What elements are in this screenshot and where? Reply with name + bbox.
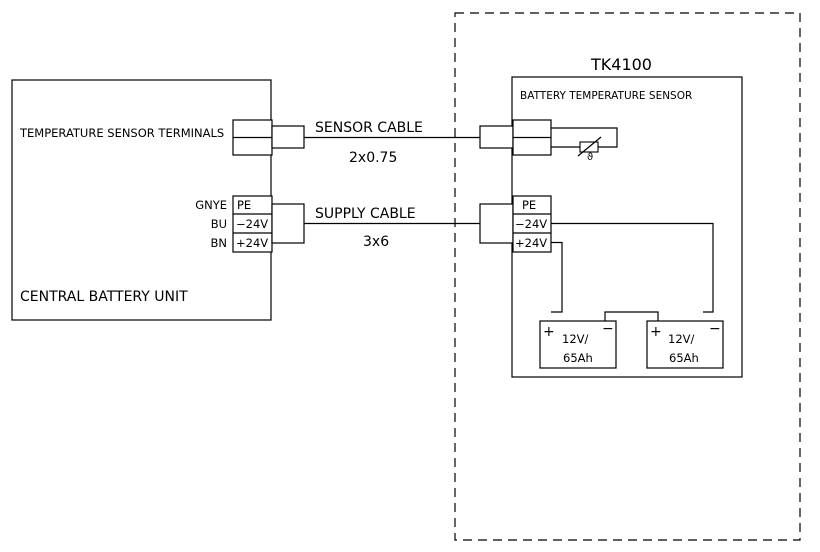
tk-terminal-pe: PE [522,198,536,212]
battery-2-capacity: 65Ah [669,351,699,365]
central-terminal-pe: PE [237,198,251,212]
battery-1-minus: − [602,321,614,337]
plus24v-wire [551,241,563,313]
battery-1-plus: + [543,324,555,340]
temperature-sensor-terminals-label: TEMPERATURE SENSOR TERMINALS [19,126,224,140]
battery-2-minus: − [709,321,721,337]
tk-terminal-plus24v: +24V [515,236,547,250]
tk-supply-terminal-block [479,195,552,253]
wire-color-gnye: GNYE [195,198,227,212]
tk4100-enclosure [454,12,801,541]
central-supply-terminal-block [232,195,305,253]
supply-cable-spec: 3x6 [363,234,389,250]
battery-2 [646,320,724,369]
thermistor-symbol: ϑ [587,152,593,163]
sensor-cable-spec: 2x0.75 [349,150,397,166]
central-terminal-plus24v: +24V [236,236,268,250]
central-supply-plug [271,203,305,244]
battery-1 [539,320,617,369]
tk4100-title: TK4100 [590,55,652,74]
tk-supply-plug [479,203,514,244]
tk-sensor-plug [479,125,514,149]
supply-cable-label: SUPPLY CABLE [315,206,416,222]
minus24v-wire [551,222,714,313]
wire-color-bu: BU [211,217,227,231]
battery-2-voltage: 12V/ [668,332,695,346]
central-battery-unit-label: CENTRAL BATTERY UNIT [20,289,188,305]
sensor-cable-label: SENSOR CABLE [315,120,423,136]
battery-1-voltage: 12V/ [562,332,589,346]
battery-temperature-sensor-label: BATTERY TEMPERATURE SENSOR [520,90,692,102]
thermistor-icon: ϑ [577,136,602,163]
central-battery-unit [11,79,272,321]
tk-sensor-terminal-block [479,119,552,156]
battery-link-wire [604,311,659,321]
wire-color-bn: BN [211,236,228,250]
battery-2-plus: + [650,324,662,340]
tk-terminal-minus24v: −24V [515,217,547,231]
central-terminal-minus24v: −24V [236,217,268,231]
battery-1-capacity: 65Ah [563,351,593,365]
central-sensor-plug [271,125,305,149]
central-sensor-terminal-block [232,119,305,156]
